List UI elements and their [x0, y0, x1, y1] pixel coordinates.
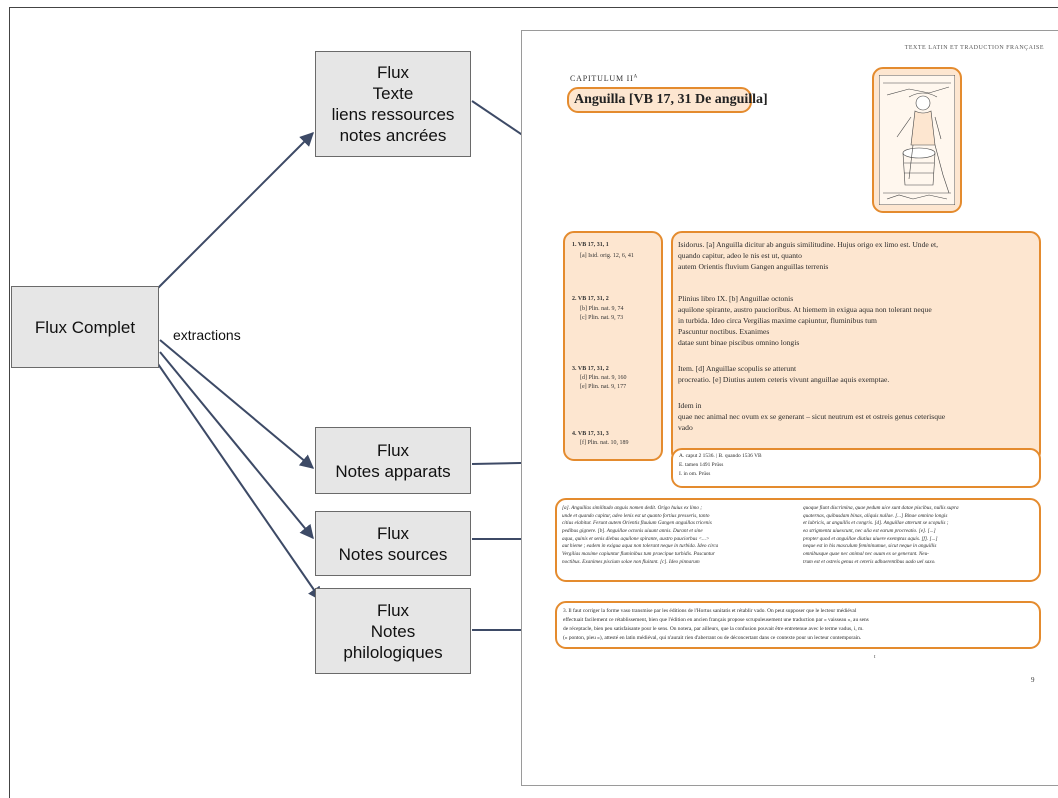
body-line: procreatio. [e] Diutius autem ceteris vi… — [678, 375, 890, 384]
source-note-line: citius elabitur. Ferunt autem Orientis f… — [562, 520, 712, 526]
source-note-line: aqua, quinis et senis diebus aquilone sp… — [562, 536, 710, 542]
book-page: Texte latin et traduction française CAPI… — [521, 30, 1058, 786]
node-label-line: philologiques — [343, 642, 443, 662]
node-flux-notes-sources: Flux Notes sources — [315, 511, 471, 576]
chapter-title: Anguilla [VB 17, 31 De anguilla] — [574, 92, 768, 107]
woodcut-illustration — [879, 75, 955, 205]
body-line-text: Pascuntur noctibus. Exanimes — [678, 327, 770, 336]
node-label-line: Flux — [376, 440, 410, 460]
margin-note: 1. VB 17, 31, 1 — [572, 242, 609, 248]
body-line: datae sunt binae piscibus omnino longis — [678, 337, 1035, 348]
source-note-line: et lubricis, ut anguillis et congris. [d… — [803, 520, 949, 526]
node-flux-notes-apparats: Flux Notes apparats — [315, 427, 471, 494]
body-line: Item. [d] Anguillae scopulis se atterunt — [678, 363, 1035, 374]
source-note-line: aut hieme ; eadem in exigua aqua non tol… — [562, 543, 719, 549]
source-note-line: trum est et ostreis genus et ceteris adh… — [803, 559, 936, 565]
node-label-line: Flux — [376, 523, 410, 543]
margin-note: 3. VB 17, 31, 2 — [572, 366, 609, 372]
body-line: quando capitur, adeo le nis est ut, quan… — [678, 250, 1035, 261]
source-note-line: quoque fiunt discrimina, quae pedum uice… — [803, 505, 959, 511]
page-number: 9 — [1031, 676, 1035, 684]
source-note-line: [a]. Anguillas similitudo anguis nomen d… — [562, 505, 702, 511]
philological-line: 3. Il faut corriger la forme vaso transm… — [563, 608, 857, 614]
body-line: vado — [678, 422, 1035, 433]
source-note-line: noctibus. Exanimes piscium solae non flu… — [562, 559, 700, 565]
source-note-line: propter quod et anguillae diutius uiuere… — [803, 536, 938, 542]
margin-note: [e] Plin. nat. 9, 177 — [580, 384, 627, 390]
body-line-text: autem Orientis fluvium Gangen anguillas … — [678, 262, 829, 271]
philological-line: de réceptacle, bien peu satisfaisante po… — [563, 626, 864, 632]
source-note-line: ea strigmenta uiuescunt, nec alia est ea… — [803, 528, 936, 534]
body-line: in turbida. Ideo circa Vergilias maxime … — [678, 315, 1035, 326]
body-line-text: in turbida. Ideo circa Vergilias maxime … — [678, 316, 877, 325]
body-line-text: Plinius libro IX. [b] Anguillae octonis — [678, 294, 794, 303]
apparatus-line: A. caput 2 1536. | B. quando 1536 VB — [679, 453, 762, 459]
node-flux-texte: Flux Texte liens ressources notes ancrée… — [315, 51, 471, 157]
source-note-line: pedibus gignere. [b]. Anguillae octonis … — [562, 528, 703, 534]
body-line: quae nec animal nec ovum ex se generant … — [678, 412, 946, 421]
apparatus-line: E. tamen 1491 Prüss — [679, 462, 724, 468]
node-flux-complet-label: Flux Complet — [34, 317, 136, 337]
body-line-text: Item. [d] Anguillae scopulis se atterunt — [678, 364, 797, 373]
node-label-line: Notes — [370, 621, 416, 641]
margin-note: [a] Isid. orig. 12, 6, 41 — [580, 253, 634, 259]
arrow-complet-to-sources — [159, 351, 314, 540]
body-line: Pascuntur noctibus. Exanimes — [678, 326, 1035, 337]
philological-line: effectuait facilement ce rétablissement,… — [563, 617, 869, 623]
body-line-text: quando capitur, adeo le nis est ut, quan… — [678, 251, 802, 260]
source-note-line: quaternas, quibusdam binas, aliquis null… — [803, 513, 948, 519]
body-line-text: datae sunt binae piscibus omnino longis — [678, 338, 800, 347]
margin-note: 2. VB 17, 31, 2 — [572, 296, 609, 302]
apparatus-line: I. in om. Prüss — [679, 471, 711, 477]
margin-note: [d] Plin. nat. 9, 160 — [580, 375, 627, 381]
margin-note: [b] Plin. nat. 9, 74 — [580, 306, 624, 312]
node-flux-notes-philologiques: Flux Notes philologiques — [315, 588, 471, 674]
margin-note: 4. VB 17, 31, 3 — [572, 431, 609, 437]
chapter-sup: A — [633, 74, 639, 80]
margin-note: [f] Plin. nat. 10, 189 — [580, 440, 629, 446]
node-label-line: notes ancrées — [339, 126, 447, 145]
body-line-text: Idem in — [678, 401, 702, 410]
running-head: Texte latin et traduction française — [904, 45, 1044, 51]
slide-frame — [9, 7, 1058, 798]
body-line-text: vado — [678, 423, 693, 432]
node-label-line: Notes apparats — [335, 461, 451, 481]
margin-note: [c] Plin. nat. 9, 73 — [580, 315, 624, 321]
title-highlight — [567, 87, 752, 113]
node-flux-complet: Flux Complet — [11, 286, 159, 368]
arrow-complet-to-philo — [157, 363, 322, 602]
node-label-line: Texte — [372, 84, 414, 103]
margin-notes-highlight — [563, 231, 663, 461]
source-note-line: neque est in his masculum femininumue, s… — [803, 543, 937, 549]
node-label-line: Notes sources — [338, 544, 448, 564]
philological-line: (« ponton, pieu »), attesté en latin méd… — [563, 635, 862, 641]
body-line: Isidorus. [a] Anguilla dicitur ab anguis… — [678, 240, 939, 249]
body-line: Plinius libro IX. [b] Anguillae octonis — [678, 293, 1035, 304]
chapter-heading: CAPITULUM IIA — [570, 74, 638, 83]
philological-notes-highlight — [555, 601, 1041, 649]
body-line: autem Orientis fluvium Gangen anguillas … — [678, 261, 1035, 272]
node-label-line: liens ressources — [331, 105, 455, 124]
edge-label-extractions: extractions — [173, 327, 241, 343]
source-note-line: unde et quando capitur, adeo lenis est u… — [562, 513, 710, 519]
source-note-line: Vergilias maxime capiuntur fluminibus tu… — [562, 551, 715, 557]
body-text-highlight — [671, 231, 1041, 463]
body-line: Idem in — [678, 400, 1035, 411]
page-mark: t — [874, 655, 876, 660]
arrow-complet-to-texte — [157, 132, 314, 289]
body-line: aquilone spirante, austro paucioribus. A… — [678, 305, 932, 314]
node-label-line: Flux — [376, 600, 410, 620]
source-notes-highlight — [555, 498, 1041, 582]
chapter-label: CAPITULUM II — [570, 74, 634, 83]
apparatus-highlight — [671, 448, 1041, 488]
node-label-line: Flux — [376, 63, 410, 82]
arrow-complet-to-apparats — [159, 339, 315, 469]
source-note-line: omnibusque quae nec animal nec ouum ex s… — [803, 551, 929, 557]
